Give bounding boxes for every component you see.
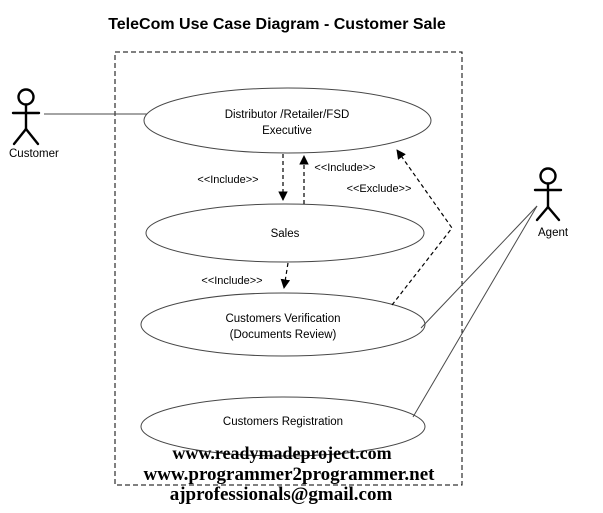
usecase-sales-ellipse bbox=[145, 203, 425, 263]
usecase-verification-ellipse bbox=[140, 292, 426, 357]
customer-actor-leg-left bbox=[12, 127, 28, 146]
include-label-left: <<Include>> bbox=[197, 174, 258, 186]
usecase-sales: Sales bbox=[145, 203, 425, 263]
watermark-line3: ajprofessionals@gmail.com bbox=[170, 484, 393, 505]
watermark-line1: www.readymadeproject.com bbox=[172, 443, 391, 463]
usecase-distributor-label-line1: Distributor /Retailer/FSD bbox=[225, 109, 350, 121]
agent-actor-label: Agent bbox=[538, 227, 569, 239]
watermark-line2: www.programmer2programmer.net bbox=[144, 464, 436, 485]
usecase-sales-label: Sales bbox=[271, 228, 300, 240]
usecase-distributor-ellipse bbox=[143, 87, 432, 154]
include-arrow-sales-to-verification bbox=[280, 262, 291, 289]
diagram-title: TeleCom Use Case Diagram - Customer Sale bbox=[108, 16, 446, 33]
exclude-arrow-verification-to-distributor bbox=[391, 149, 453, 306]
include-label-right: <<Include>> bbox=[314, 162, 375, 174]
actor-agent: Agent bbox=[533, 167, 569, 239]
usecase-distributor-label-line2: Executive bbox=[262, 125, 312, 137]
association-agent-registration bbox=[412, 205, 538, 418]
watermark: www.readymadeproject.com www.programmer2… bbox=[144, 443, 436, 505]
association-agent-verification bbox=[420, 205, 538, 329]
agent-actor-leg-left bbox=[535, 205, 550, 222]
usecase-verification-label-line2: (Documents Review) bbox=[230, 329, 337, 341]
usecase-registration-label: Customers Registration bbox=[223, 416, 343, 428]
usecase-verification: Customers Verification (Documents Review… bbox=[140, 292, 426, 357]
system-boundary bbox=[114, 51, 463, 486]
customer-actor-label: Customer bbox=[9, 148, 59, 160]
include-label-mid: <<Include>> bbox=[201, 275, 262, 287]
usecase-registration-ellipse bbox=[140, 396, 426, 457]
usecase-distributor: Distributor /Retailer/FSD Executive bbox=[143, 87, 432, 154]
customer-actor-leg-right bbox=[24, 127, 40, 146]
usecase-registration: Customers Registration bbox=[140, 396, 426, 457]
agent-actor-leg-right bbox=[546, 205, 561, 222]
exclude-label: <<Exclude>> bbox=[347, 183, 412, 195]
usecase-verification-label-line1: Customers Verification bbox=[225, 313, 340, 325]
actor-customer: Customer bbox=[9, 88, 59, 160]
customer-actor-head bbox=[17, 88, 35, 106]
agent-actor-head bbox=[539, 167, 557, 185]
